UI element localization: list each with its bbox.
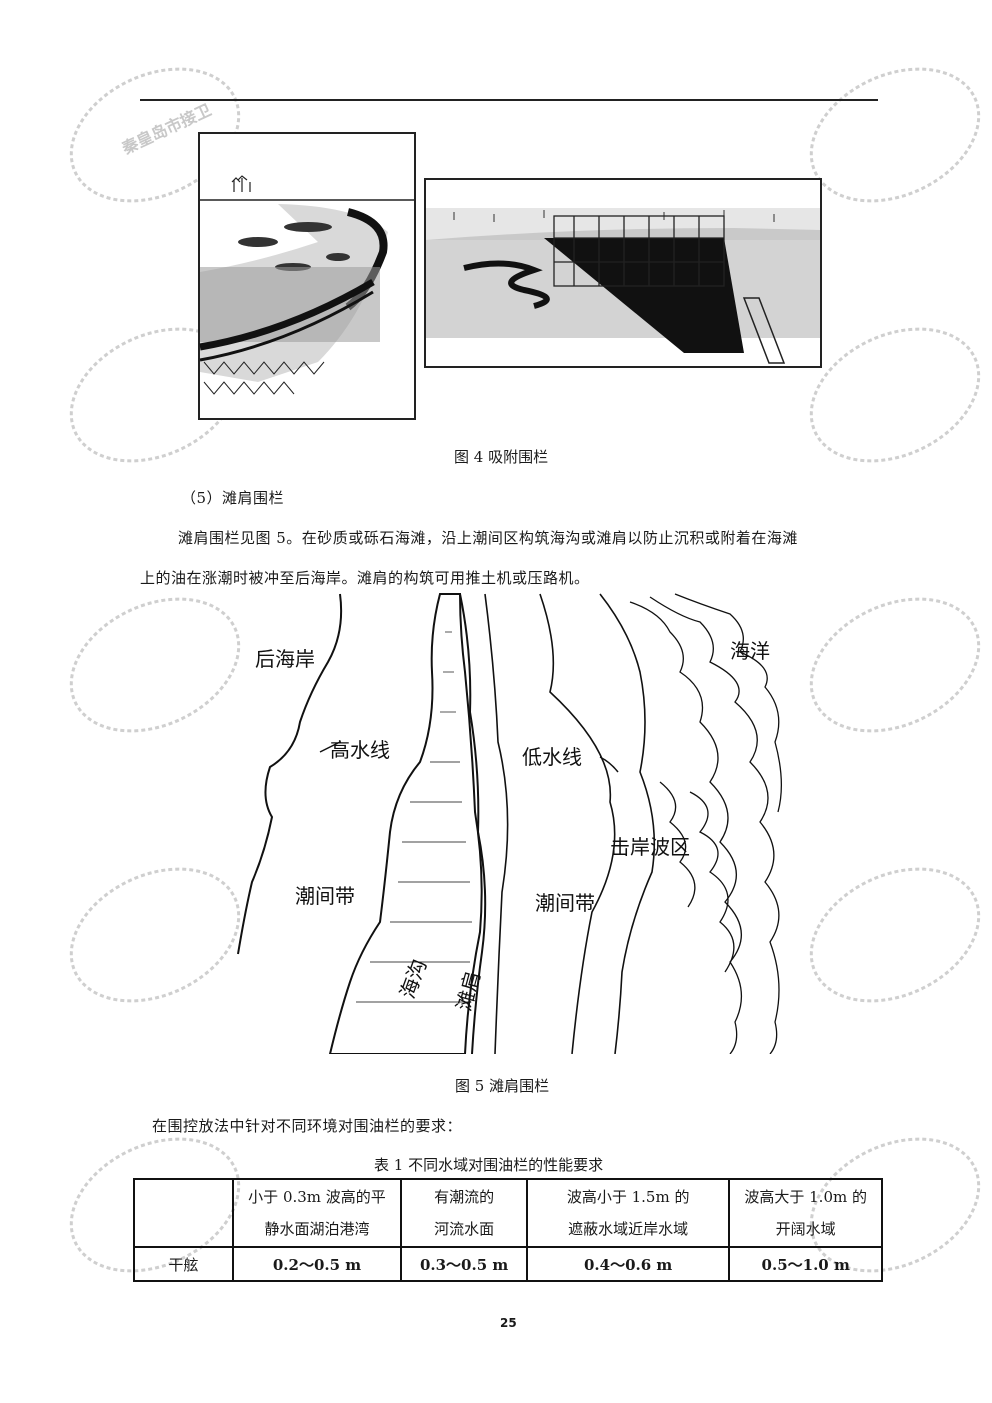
- intro-text: 在围控放法中针对不同环境对围油栏的要求：: [152, 1117, 463, 1135]
- watermark-stamp: [809, 327, 981, 463]
- page-number: 25: [500, 1316, 517, 1330]
- watermark-stamp: [809, 67, 981, 203]
- figure5-caption: 图 5 滩肩围栏: [455, 1077, 550, 1095]
- label-intertidal-left: 潮间带: [295, 884, 355, 908]
- table-cell: 0.5～1.0 m: [728, 1246, 883, 1282]
- watermark-stamp: [69, 597, 241, 733]
- body-line-2: 上的油在涨潮时被冲至后海岸。滩肩的构筑可用推土机或压路机。: [140, 569, 590, 587]
- figure4-right-illustration: [424, 178, 822, 368]
- table-header-row: 小于 0.3m 波高的平静水面湖泊港湾 有潮流的河流水面 波高小于 1.5m 的…: [133, 1178, 883, 1248]
- table-caption: 表 1 不同水域对围油栏的性能要求: [374, 1156, 604, 1174]
- label-surf-zone: 击岸波区: [610, 835, 690, 859]
- label-low-water-line: 低水线: [522, 745, 582, 769]
- table-header-cell: 波高小于 1.5m 的遮蔽水域近岸水域: [525, 1178, 731, 1248]
- header-rule: [140, 99, 878, 101]
- table-header-cell: 小于 0.3m 波高的平静水面湖泊港湾: [231, 1178, 403, 1248]
- requirements-table: 小于 0.3m 波高的平静水面湖泊港湾 有潮流的河流水面 波高小于 1.5m 的…: [133, 1178, 883, 1282]
- table-cell: 0.2～0.5 m: [231, 1246, 403, 1282]
- body-line-1: 滩肩围栏见图 5。在砂质或砾石海滩，沿上潮间区构筑海沟或滩肩以防止沉积或附着在海…: [178, 529, 798, 547]
- label-intertidal-right: 潮间带: [535, 891, 595, 915]
- table-cell: 0.3～0.5 m: [400, 1246, 528, 1282]
- label-high-water-line: 高水线: [330, 738, 390, 762]
- table-header-cell: 波高大于 1.0m 的开阔水域: [728, 1178, 883, 1248]
- table-header-cell: 有潮流的河流水面: [400, 1178, 528, 1248]
- watermark-stamp: [69, 867, 241, 1003]
- table-row: 干舷 0.2～0.5 m 0.3～0.5 m 0.4～0.6 m 0.5～1.0…: [133, 1246, 883, 1282]
- watermark-stamp: [809, 867, 981, 1003]
- section-heading: （5）滩肩围栏: [181, 489, 285, 507]
- watermark-stamp: [809, 597, 981, 733]
- figure4-caption: 图 4 吸附围栏: [454, 448, 549, 466]
- table-cell: 0.4～0.6 m: [525, 1246, 731, 1282]
- label-back-shore: 后海岸: [255, 647, 315, 671]
- table-row-label: 干舷: [133, 1246, 234, 1282]
- figure5-diagram: 后海岸 高水线 潮间带 海沟 滩肩 低水线 潮间带 击岸波区 海洋: [237, 593, 783, 1054]
- table-corner-cell: [133, 1178, 234, 1248]
- label-ocean: 海洋: [730, 639, 770, 663]
- figure4-left-illustration: [198, 132, 416, 420]
